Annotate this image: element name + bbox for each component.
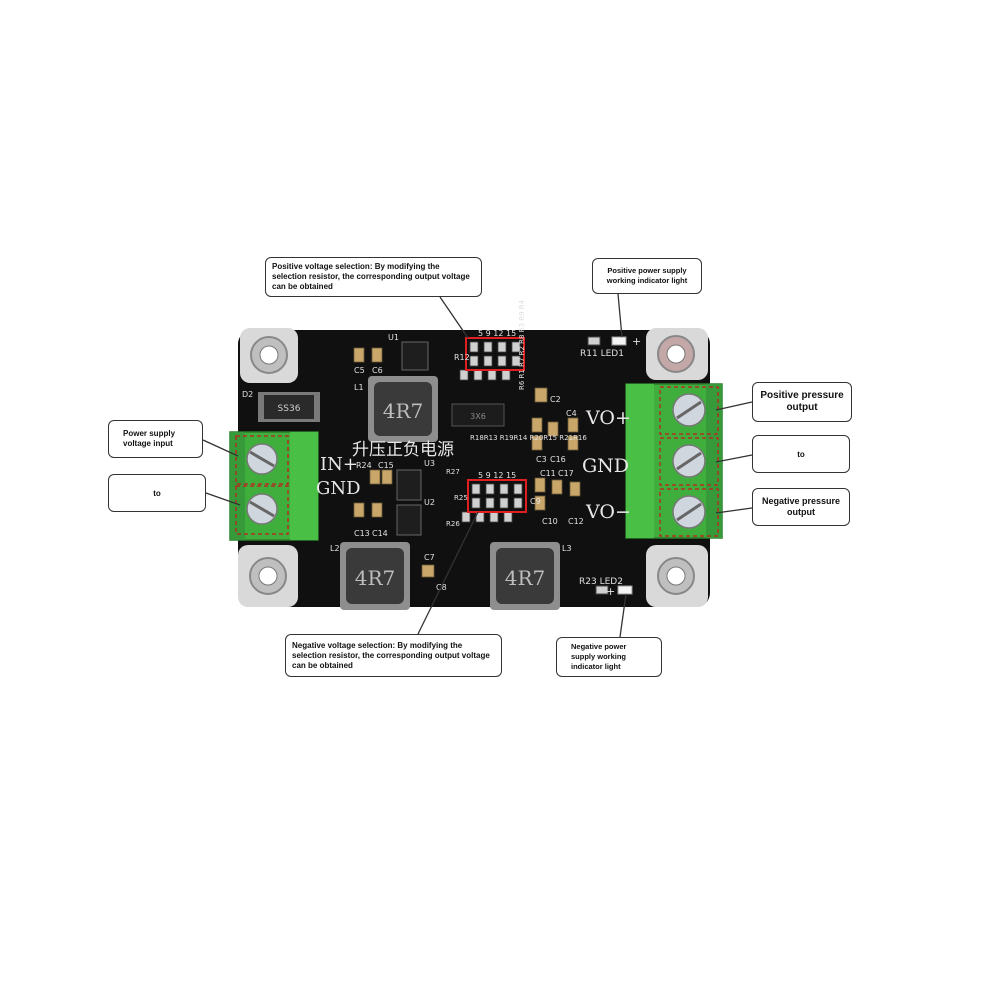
pcb-body	[238, 330, 710, 607]
svg-text:C2: C2	[550, 395, 561, 404]
neg-select-highlight	[467, 479, 527, 513]
resistor-r11	[587, 336, 601, 346]
pos-select-highlight	[465, 337, 525, 371]
svg-text:+: +	[632, 335, 641, 348]
diode-d2: SS36	[258, 392, 320, 422]
svg-text:C3: C3	[536, 455, 547, 464]
mounting-hole-bottom-left	[238, 545, 298, 607]
mounting-hole-bottom-right	[646, 545, 708, 607]
callout-positive-pressure-output: Positive pressure output	[752, 382, 852, 422]
leader-lines	[202, 293, 753, 638]
ic-u2	[396, 504, 422, 536]
svg-text:U1: U1	[388, 333, 399, 342]
svg-text:L2: L2	[330, 544, 340, 553]
ic-u3	[396, 469, 422, 501]
svg-text:R18R13 R19R14 R20R15 R21R16: R18R13 R19R14 R20R15 R21R16	[470, 434, 587, 442]
callout-positive-voltage-selection: Positive voltage selection: By modifying…	[265, 257, 482, 297]
callout-negative-pressure-output: Negative pressure output	[752, 488, 850, 526]
svg-text:R25: R25	[454, 494, 468, 502]
callout-text: Power supply voltage input	[123, 429, 176, 448]
svg-text:R23 LED2: R23 LED2	[579, 577, 623, 587]
label-in-plus: IN+	[320, 454, 358, 475]
svg-text:+: +	[606, 585, 615, 598]
svg-text:C13: C13	[354, 529, 370, 538]
svg-text:5 9 12 15: 5 9 12 15	[478, 329, 516, 338]
svg-text:R11 LED1: R11 LED1	[580, 349, 624, 359]
svg-text:R24: R24	[356, 461, 372, 470]
mounting-hole-top-right	[646, 328, 708, 380]
svg-text:R27: R27	[446, 468, 460, 476]
callout-power-supply-input: Power supply voltage input	[108, 420, 203, 458]
silkscreen-small: 5 9 12 15 5 9 12 15 R6 R1 R7 R2 R8 R3 R9…	[242, 299, 641, 598]
callout-text: Positive power supply working indicator …	[606, 266, 688, 285]
smd-capacitors	[353, 347, 581, 578]
label-gnd-in: GND	[316, 478, 361, 499]
callout-text: Negative pressure output	[761, 496, 841, 517]
output-terminal-block	[625, 383, 723, 539]
svg-text:C6: C6	[372, 366, 383, 375]
callout-negative-indicator-light: Negative power supply working indicator …	[556, 637, 662, 677]
svg-text:C15: C15	[378, 461, 394, 470]
silkscreen: 升压正负电源 IN+ GND VO+ GND VO−	[316, 407, 631, 523]
svg-text:L1: L1	[354, 383, 364, 392]
callout-to-right: to	[752, 435, 850, 473]
callout-negative-voltage-selection: Negative voltage selection: By modifying…	[285, 634, 502, 677]
chip-main: 3X6	[451, 403, 505, 427]
callout-text: to	[797, 449, 805, 459]
svg-text:C4: C4	[566, 409, 577, 418]
label-vo-plus: VO+	[585, 407, 631, 429]
inductor-marking: 4R7	[383, 399, 424, 423]
callout-positive-indicator-light: Positive power supply working indicator …	[592, 258, 702, 294]
ic-u1	[401, 341, 429, 371]
led1	[611, 336, 627, 346]
callout-text: Positive voltage selection: By modifying…	[272, 262, 470, 291]
svg-text:D2: D2	[242, 390, 253, 399]
svg-text:U2: U2	[424, 498, 435, 507]
svg-text:R12: R12	[454, 353, 470, 362]
svg-text:R6 R1 R7 R2 R8 R3 R9 R4: R6 R1 R7 R2 R8 R3 R9 R4	[518, 299, 526, 390]
inductor-l3: 4R7	[490, 542, 560, 610]
input-terminal-block	[229, 431, 319, 541]
callout-text: Negative power supply working indicator …	[571, 642, 627, 671]
inductor-l2: 4R7	[340, 542, 410, 610]
diode-marking: SS36	[278, 404, 301, 414]
svg-text:C17: C17	[558, 469, 574, 478]
svg-text:C7: C7	[424, 553, 435, 562]
svg-text:U3: U3	[424, 459, 435, 468]
svg-text:C14: C14	[372, 529, 388, 538]
callout-text: to	[153, 488, 161, 498]
svg-text:C5: C5	[354, 366, 365, 375]
inductor-marking: 4R7	[355, 566, 396, 590]
callout-text: Positive pressure output	[760, 390, 844, 413]
svg-text:C16: C16	[550, 455, 566, 464]
svg-text:3X6: 3X6	[470, 412, 486, 421]
svg-text:C12: C12	[568, 517, 584, 526]
led2	[617, 585, 633, 595]
svg-text:C9: C9	[530, 497, 541, 506]
svg-text:C10: C10	[542, 517, 558, 526]
callout-to-left: to	[108, 474, 206, 512]
callout-text: Negative voltage selection: By modifying…	[292, 640, 490, 670]
svg-text:C11: C11	[540, 469, 556, 478]
mounting-hole-top-left	[240, 328, 298, 383]
inductor-marking: 4R7	[505, 566, 546, 590]
resistor-r23	[595, 585, 609, 595]
svg-text:L3: L3	[562, 544, 572, 553]
resistor-arrays	[459, 341, 523, 523]
svg-text:R26: R26	[446, 520, 460, 528]
label-gnd-out: GND	[582, 455, 629, 477]
board-title: 升压正负电源	[352, 440, 454, 460]
label-vo-minus: VO−	[585, 501, 631, 523]
svg-text:5 9 12 15: 5 9 12 15	[478, 471, 516, 480]
inductor-l1: 4R7	[368, 376, 438, 442]
